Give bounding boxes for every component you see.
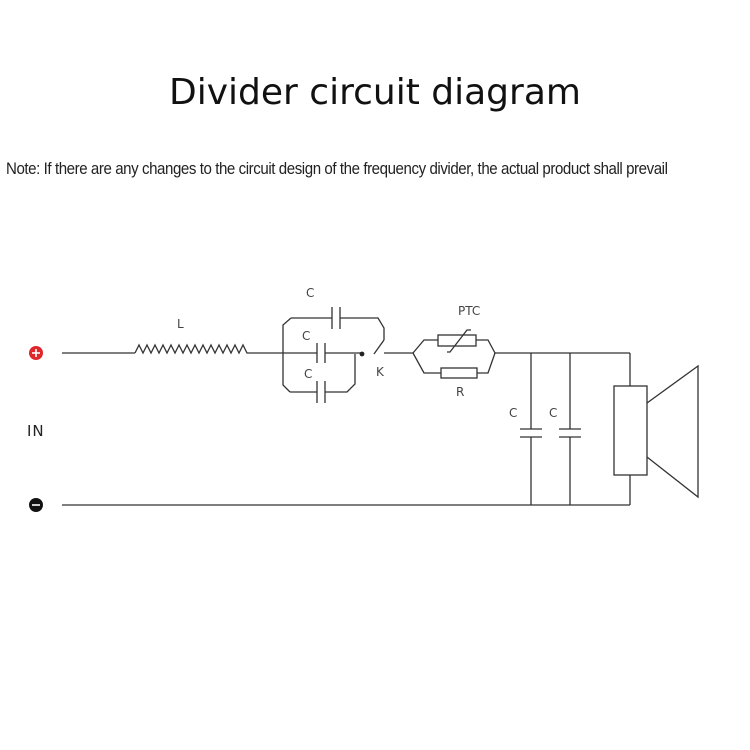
positive-terminal bbox=[29, 346, 43, 360]
cap-bank-left-rail bbox=[282, 317, 292, 393]
cap-bottom-wire-right bbox=[325, 354, 356, 393]
shunt-cap-1-label: C bbox=[509, 406, 517, 420]
ptc-thermistor-slash bbox=[447, 329, 471, 353]
negative-terminal bbox=[29, 498, 43, 512]
ptc-branch-left bbox=[412, 339, 438, 354]
ptc-branch-right bbox=[476, 339, 496, 354]
input-label: IN bbox=[27, 422, 45, 440]
shunt-cap-2-label: C bbox=[549, 406, 557, 420]
cap-mid-label: C bbox=[302, 329, 310, 343]
inductor-label: L bbox=[177, 317, 184, 331]
switch-contact bbox=[359, 351, 365, 357]
ptc-label: PTC bbox=[458, 304, 480, 318]
cap-bottom-label: C bbox=[304, 367, 312, 381]
inductor-L bbox=[134, 343, 250, 355]
cap-top-wire-right bbox=[340, 317, 385, 340]
design-note: Note: If there are any changes to the ci… bbox=[6, 160, 668, 178]
resistor-branch-left bbox=[412, 352, 441, 374]
switch-K-lever bbox=[373, 339, 385, 355]
ptc-thermistor bbox=[437, 334, 477, 347]
resistor-label: R bbox=[456, 385, 464, 399]
cap-top-label: C bbox=[306, 286, 314, 300]
switch-label: K bbox=[376, 365, 385, 379]
page-title: Divider circuit diagram bbox=[169, 72, 581, 113]
resistor-R bbox=[440, 367, 478, 379]
resistor-branch-right bbox=[477, 352, 496, 374]
speaker-icon bbox=[613, 353, 699, 505]
